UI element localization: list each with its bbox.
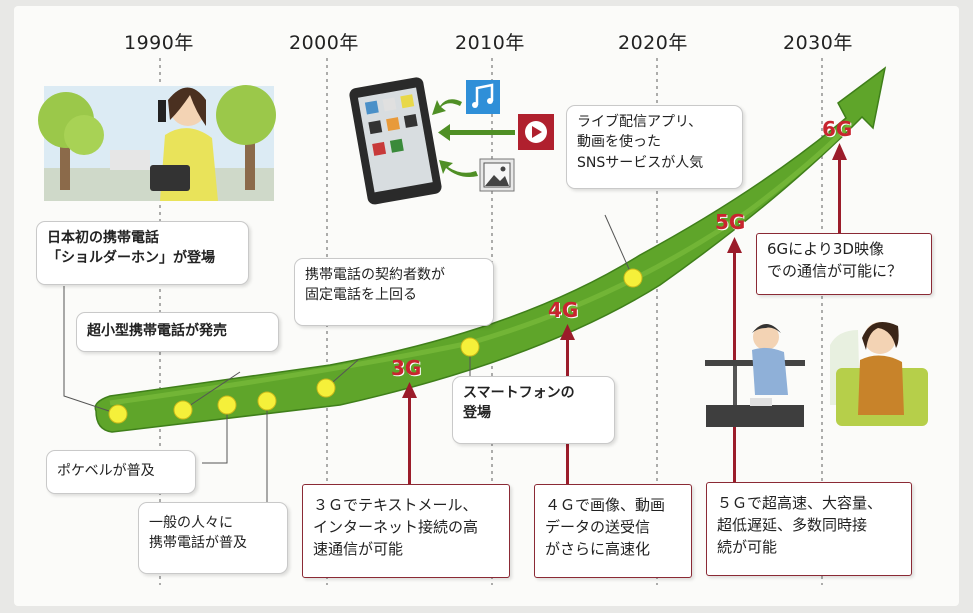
image-icon — [479, 158, 515, 192]
g4-description-box: ４Ｇで画像、動画 データの送受信 がさらに高速化 — [534, 484, 692, 578]
live-streaming-line-1: ライブ配信アプリ、 — [577, 114, 703, 130]
public-phone-box: 一般の人々に 携帯電話が普及 — [138, 502, 288, 574]
year-2020-label: 2020年 — [618, 32, 688, 54]
g3-desc-line-2: インターネット接続の高 — [313, 517, 479, 536]
g3-desc-line-1: ３Ｇでテキストメール、 — [313, 496, 478, 514]
g3-desc-line-3: 速通信が可能 — [313, 539, 404, 558]
music-note-icon — [466, 80, 500, 114]
exceed-landline-line-1: 携帯電話の契約者数が — [305, 267, 445, 283]
generation-6g-label: 6G — [822, 117, 853, 141]
shoulder-phone-illustration — [38, 85, 276, 201]
smartphone-icon — [349, 77, 442, 205]
g6-description-box: 6Gにより3D映像 での通信が可能に？ — [756, 233, 932, 295]
generation-5g-label: 5G — [715, 210, 746, 234]
pager-text: ポケベルが普及 — [57, 463, 155, 479]
shoulder-phone-box: 日本初の携帯電話 「ショルダーホン」が登場 — [36, 221, 249, 285]
video-call-illustration — [705, 322, 928, 427]
smartphone-line-2: 登場 — [463, 405, 491, 422]
video-play-icon — [518, 114, 554, 150]
g5-desc-line-2: 超低遅延、多数同時接 — [717, 515, 868, 534]
year-2030-label: 2030年 — [783, 32, 853, 54]
year-1990-label: 1990年 — [124, 32, 194, 54]
public-phone-line-1: 一般の人々に — [149, 515, 233, 531]
public-phone-line-2: 携帯電話が普及 — [149, 535, 247, 552]
g5-desc-line-1: ５Ｇで超高速、大容量、 — [717, 494, 883, 512]
live-streaming-line-2: 動画を使った — [577, 134, 661, 151]
smartphone-box: スマートフォンの 登場 — [452, 376, 615, 444]
live-streaming-line-3: SNSサービスが人気 — [577, 154, 704, 171]
g6-desc-line-1: 6Gにより3D映像 — [767, 240, 884, 258]
g5-description-box: ５Ｇで超高速、大容量、 超低遅延、多数同時接 続が可能 — [706, 482, 912, 576]
shoulder-phone-line-2: 「ショルダーホン」が登場 — [47, 250, 215, 267]
content-arrows — [432, 99, 515, 177]
compact-phone-box: 超小型携帯電話が発売 — [76, 312, 279, 352]
shoulder-phone-line-1: 日本初の携帯電話 — [47, 230, 159, 246]
year-2000-label: 2000年 — [289, 32, 359, 54]
milestone-dots — [108, 268, 643, 424]
compact-phone-text: 超小型携帯電話が発売 — [87, 323, 227, 339]
g5-desc-line-3: 続が可能 — [717, 537, 778, 556]
generation-4g-label: 4G — [548, 298, 579, 322]
g3-description-box: ３Ｇでテキストメール、 インターネット接続の高 速通信が可能 — [302, 484, 510, 578]
pager-box: ポケベルが普及 — [46, 450, 196, 494]
g4-desc-line-3: がさらに高速化 — [545, 539, 651, 558]
live-streaming-box: ライブ配信アプリ、 動画を使った SNSサービスが人気 — [566, 105, 743, 189]
generation-3g-label: 3G — [391, 356, 422, 380]
year-2010-label: 2010年 — [455, 32, 525, 54]
smartphone-line-1: スマートフォンの — [463, 385, 575, 401]
exceed-landline-box: 携帯電話の契約者数が 固定電話を上回る — [294, 258, 494, 326]
g4-desc-line-1: ４Ｇで画像、動画 — [545, 496, 666, 514]
g4-desc-line-2: データの送受信 — [545, 517, 651, 536]
g6-desc-line-2: での通信が可能に？ — [767, 261, 903, 280]
exceed-landline-line-2: 固定電話を上回る — [305, 287, 417, 304]
